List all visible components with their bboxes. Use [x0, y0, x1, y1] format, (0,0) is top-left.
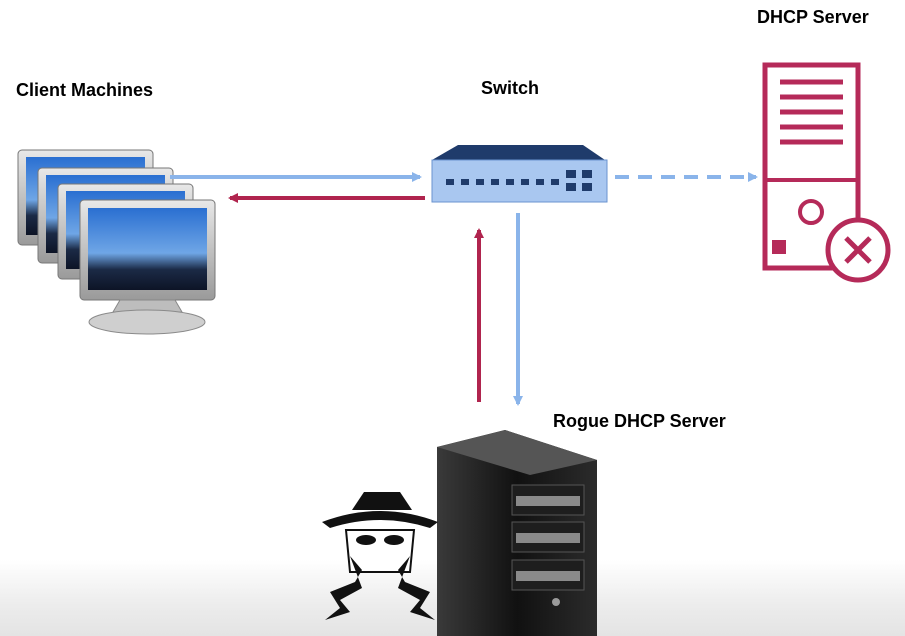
switch-icon: [431, 145, 608, 203]
rogue-dhcp-server-label: Rogue DHCP Server: [553, 411, 726, 431]
client-machines-label: Client Machines: [16, 80, 154, 100]
hacker-icon: [322, 492, 438, 620]
error-x-icon: [825, 217, 891, 283]
dhcp-server-icon: [762, 62, 891, 283]
dhcp-server-label: DHCP Server: [757, 7, 869, 27]
rogue-server-icon: [437, 430, 597, 636]
switch-label: Switch: [481, 78, 540, 98]
client-machines-icon: [17, 149, 216, 335]
